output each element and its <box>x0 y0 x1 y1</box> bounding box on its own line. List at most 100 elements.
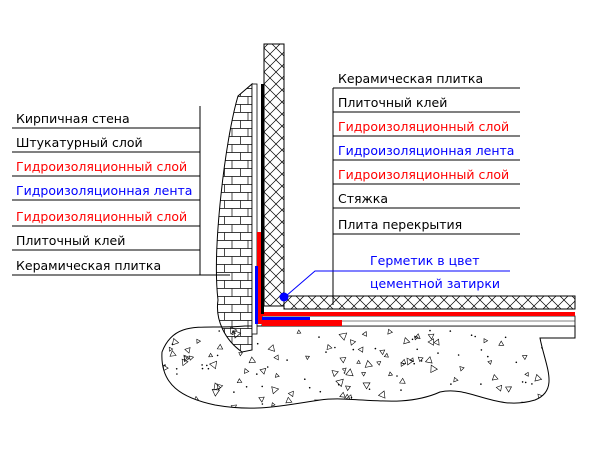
wall-waterproofing-tape <box>255 266 258 324</box>
concrete-dot <box>352 348 355 351</box>
concrete-aggregate <box>345 368 354 377</box>
concrete-aggregate <box>236 378 243 384</box>
concrete-aggregate <box>417 356 424 363</box>
concrete-aggregate <box>377 390 386 399</box>
concrete-aggregate <box>491 374 499 381</box>
concrete-aggregate <box>534 373 543 382</box>
concrete-aggregate <box>387 328 393 335</box>
concrete-dot <box>555 391 557 394</box>
concrete-aggregate <box>495 384 503 392</box>
concrete-aggregate <box>427 333 435 340</box>
concrete-dot <box>256 342 259 345</box>
concrete-aggregate <box>172 337 180 346</box>
concrete-dot <box>548 352 551 355</box>
concrete-aggregate <box>361 331 367 337</box>
concrete-dot <box>165 405 168 408</box>
concrete-dot <box>318 336 320 338</box>
concrete-dot <box>429 329 431 332</box>
concrete-dot <box>201 367 204 370</box>
concrete-aggregate <box>168 346 174 352</box>
concrete-dot <box>164 364 166 366</box>
left-label: Штукатурный слой <box>16 135 143 150</box>
concrete-aggregate <box>238 352 243 357</box>
concrete-dot <box>449 330 452 332</box>
plaster-layer <box>251 83 258 335</box>
concrete-aggregate <box>271 386 280 395</box>
concrete-aggregate <box>524 371 529 377</box>
concrete-aggregate <box>459 366 465 372</box>
concrete-aggregate <box>326 344 333 351</box>
concrete-aggregate <box>184 347 191 354</box>
concrete-aggregate <box>273 354 279 361</box>
concrete-aggregate <box>381 403 388 409</box>
concrete-dot <box>245 386 248 388</box>
right-label: Керамическая плитка <box>338 71 483 86</box>
concrete-dot <box>531 383 533 385</box>
floor-waterproofing-red-thick <box>262 320 342 326</box>
concrete-dot <box>413 362 416 365</box>
concrete-aggregate <box>505 386 513 393</box>
concrete-dot <box>171 390 173 393</box>
concrete-dot <box>466 397 469 399</box>
concrete-aggregate <box>383 352 389 358</box>
wall-ceramic-tile <box>263 43 285 307</box>
left-label-group: Кирпичная стена Штукатурный слой Гидроиз… <box>16 111 192 273</box>
concrete-aggregate <box>208 352 214 358</box>
right-label: Плиточный клей <box>338 95 447 110</box>
concrete-aggregate <box>169 350 177 357</box>
left-label: Гидроизоляционная лента <box>16 183 192 198</box>
concrete-dot <box>255 373 258 375</box>
concrete-dot <box>504 336 507 339</box>
right-label: Гидроизоляционный слой <box>338 167 509 182</box>
concrete-aggregate <box>181 358 189 367</box>
left-label: Гидроизоляционный слой <box>16 209 187 224</box>
concrete-aggregate <box>188 355 195 361</box>
concrete-aggregate <box>430 364 438 373</box>
concrete-aggregate <box>403 337 411 345</box>
right-label: Гидроизоляционный слой <box>338 119 509 134</box>
sealant-leader <box>285 270 510 297</box>
sealant-label-line1: Герметик в цвет <box>370 253 480 268</box>
concrete-aggregate <box>338 332 348 341</box>
right-label-group: Керамическая плитка Плиточный клей Гидро… <box>338 71 514 232</box>
concrete-aggregate <box>305 355 310 361</box>
floor-waterproofing-tape <box>262 317 310 320</box>
concrete-dot <box>216 354 219 357</box>
concrete-aggregate <box>258 396 265 403</box>
concrete-dot <box>515 361 518 364</box>
left-leader-lines <box>12 106 230 276</box>
concrete-aggregate <box>498 340 505 346</box>
concrete-dot <box>233 391 235 393</box>
concrete-aggregate <box>216 383 224 391</box>
concrete-dot <box>350 396 353 399</box>
wall-adhesive <box>261 84 264 314</box>
concrete-dot <box>337 383 340 386</box>
concrete-aggregate <box>213 382 222 391</box>
concrete-aggregate <box>409 357 414 363</box>
wall-waterproofing-layer-outer <box>257 232 262 324</box>
concrete-aggregate <box>379 349 386 356</box>
concrete-aggregate <box>376 361 382 366</box>
concrete-dot <box>207 367 210 370</box>
concrete-aggregate <box>287 390 294 398</box>
concrete-dot <box>286 359 288 361</box>
concrete-aggregate <box>483 338 489 344</box>
concrete-dot <box>319 390 322 393</box>
concrete-aggregate <box>196 338 202 344</box>
concrete-aggregate <box>356 359 361 364</box>
concrete-aggregate <box>400 358 407 365</box>
concrete-dot <box>411 338 414 341</box>
concrete-aggregate <box>343 393 351 400</box>
concrete-aggregate <box>267 344 276 352</box>
concrete-aggregate <box>216 343 224 350</box>
concrete-dot <box>480 349 483 351</box>
concrete-dot <box>457 354 460 356</box>
concrete-aggregate <box>424 356 433 364</box>
left-label: Кирпичная стена <box>16 111 130 126</box>
floor-slab <box>161 325 576 409</box>
concrete-aggregate <box>341 367 347 373</box>
concrete-aggregate <box>335 378 344 388</box>
concrete-dot <box>169 331 172 333</box>
